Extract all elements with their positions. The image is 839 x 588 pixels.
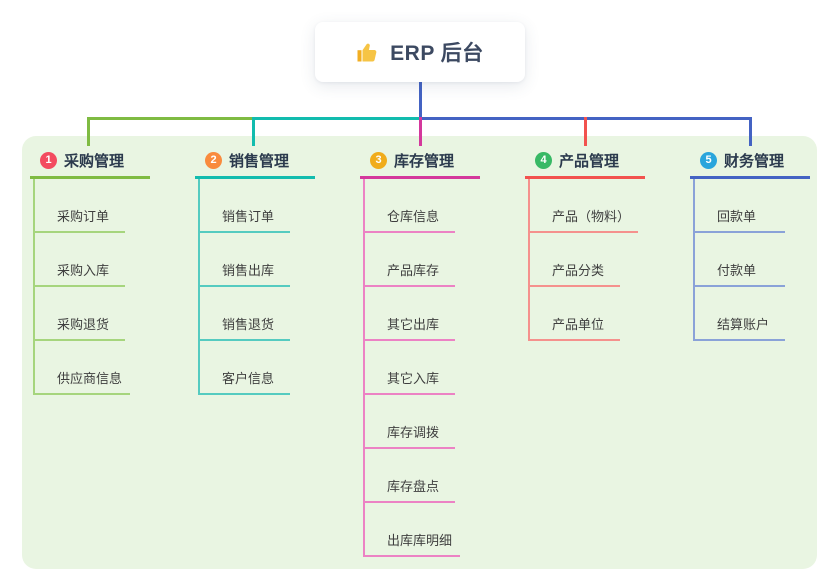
child-node: 仓库信息 (363, 179, 490, 233)
child-node-label[interactable]: 仓库信息 (363, 206, 455, 233)
branch-finance-label: 财务管理 (724, 152, 785, 170)
branch-sales-header[interactable]: 2 销售管理 (195, 144, 315, 179)
root-stem-connector (418, 82, 422, 118)
branch-finance-children: 回款单 付款单 结算账户 (693, 179, 820, 341)
child-node: 客户信息 (198, 341, 325, 395)
branch-sales-label: 销售管理 (229, 152, 290, 170)
branch-product: 4 产品管理 产品（物料） 产品分类 产品单位 (525, 144, 655, 341)
branch-sales-badge: 2 (205, 151, 222, 169)
branch-inventory-children: 仓库信息 产品库存 其它出库 其它入库 库存调拨 库存盘点 出库库明细 (363, 179, 490, 557)
child-node: 销售出库 (198, 233, 325, 287)
branch-finance-spine (693, 179, 695, 341)
child-node: 产品（物料） (528, 179, 655, 233)
child-node-label[interactable]: 付款单 (693, 260, 785, 287)
branch-finance-header[interactable]: 5 财务管理 (690, 144, 810, 179)
child-node-label[interactable]: 库存盘点 (363, 476, 455, 503)
child-node-label[interactable]: 销售退货 (198, 314, 290, 341)
child-node-label[interactable]: 客户信息 (198, 368, 290, 395)
branch-purchase: 1 采购管理 采购订单 采购入库 采购退货 供应商信息 (30, 144, 160, 395)
branch-inventory-spine (363, 179, 365, 557)
thumbs-up-icon (357, 43, 377, 62)
branch-inventory: 3 库存管理 仓库信息 产品库存 其它出库 其它入库 库存调拨 库存盘点 出库库… (360, 144, 490, 557)
child-node-label[interactable]: 出库库明细 (363, 530, 461, 557)
child-node-label[interactable]: 其它入库 (363, 368, 455, 395)
bus-segment-purchase (87, 117, 253, 120)
child-node: 采购入库 (33, 233, 160, 287)
branch-purchase-children: 采购订单 采购入库 采购退货 供应商信息 (33, 179, 160, 395)
branch-sales: 2 销售管理 销售订单 销售出库 销售退货 客户信息 (195, 144, 325, 395)
branch-sales-children: 销售订单 销售出库 销售退货 客户信息 (198, 179, 325, 395)
child-node: 库存调拨 (363, 395, 490, 449)
drop-connector-purchase (87, 117, 90, 146)
root-node[interactable]: ERP 后台 (315, 22, 525, 82)
child-node: 结算账户 (693, 287, 820, 341)
branch-product-spine (528, 179, 530, 341)
child-node-label[interactable]: 结算账户 (693, 314, 785, 341)
branch-product-badge: 4 (535, 151, 552, 169)
child-node-label[interactable]: 其它出库 (363, 314, 455, 341)
drop-connector-inventory (418, 117, 422, 146)
branch-product-header[interactable]: 4 产品管理 (525, 144, 645, 179)
branch-purchase-spine (33, 179, 35, 395)
child-node: 付款单 (693, 233, 820, 287)
branch-product-children: 产品（物料） 产品分类 产品单位 (528, 179, 655, 341)
branch-finance-badge: 5 (700, 151, 717, 169)
branch-finance: 5 财务管理 回款单 付款单 结算账户 (690, 144, 820, 341)
child-node: 产品分类 (528, 233, 655, 287)
root-title: ERP 后台 (390, 42, 484, 65)
branch-inventory-label: 库存管理 (394, 152, 455, 170)
branch-inventory-header[interactable]: 3 库存管理 (360, 144, 480, 179)
child-node: 采购订单 (33, 179, 160, 233)
child-node-label[interactable]: 库存调拨 (363, 422, 455, 449)
child-node: 其它入库 (363, 341, 490, 395)
branch-purchase-header[interactable]: 1 采购管理 (30, 144, 150, 179)
child-node-label[interactable]: 采购订单 (33, 206, 125, 233)
child-node-label[interactable]: 采购入库 (33, 260, 125, 287)
child-node: 产品库存 (363, 233, 490, 287)
child-node-label[interactable]: 销售订单 (198, 206, 290, 233)
child-node: 出库库明细 (363, 503, 490, 557)
branch-purchase-label: 采购管理 (64, 152, 125, 170)
child-node-label[interactable]: 回款单 (693, 206, 785, 233)
child-node-label[interactable]: 销售出库 (198, 260, 290, 287)
child-node-label[interactable]: 产品库存 (363, 260, 455, 287)
child-node: 销售退货 (198, 287, 325, 341)
child-node: 库存盘点 (363, 449, 490, 503)
bus-segment-sales (253, 117, 420, 120)
child-node: 采购退货 (33, 287, 160, 341)
branches-background-panel (22, 136, 817, 569)
child-node-label[interactable]: 产品单位 (528, 314, 620, 341)
child-node: 回款单 (693, 179, 820, 233)
child-node-label[interactable]: 产品（物料） (528, 206, 639, 233)
child-node: 其它出库 (363, 287, 490, 341)
drop-connector-product (583, 117, 587, 146)
branch-product-label: 产品管理 (559, 152, 620, 170)
child-node-label[interactable]: 产品分类 (528, 260, 620, 287)
child-node: 供应商信息 (33, 341, 160, 395)
child-node: 产品单位 (528, 287, 655, 341)
child-node-label[interactable]: 采购退货 (33, 314, 125, 341)
branch-sales-spine (198, 179, 200, 395)
drop-connector-sales (251, 117, 255, 146)
child-node-label[interactable]: 供应商信息 (33, 368, 131, 395)
branch-inventory-badge: 3 (370, 151, 387, 169)
branch-purchase-badge: 1 (40, 151, 57, 169)
drop-connector-finance (748, 117, 752, 146)
child-node: 销售订单 (198, 179, 325, 233)
